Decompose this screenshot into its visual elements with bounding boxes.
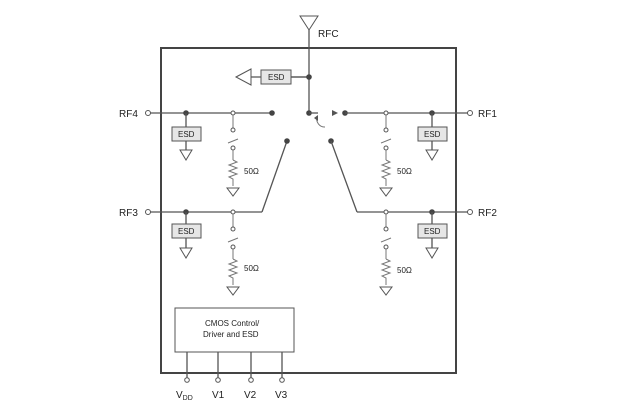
vdd-pin-label: VDD: [176, 390, 193, 402]
cmos-control-block: CMOS Control/ Driver and ESD: [174, 307, 295, 353]
top-esd-block: ESD: [234, 68, 312, 86]
svg-text:50Ω: 50Ω: [397, 167, 412, 176]
svg-text:50Ω: 50Ω: [244, 264, 259, 273]
svg-text:50Ω: 50Ω: [397, 266, 412, 275]
svg-text:CMOS Control/: CMOS Control/: [205, 319, 260, 328]
rf3-branch: ESD 50Ω: [145, 138, 290, 296]
v1-pin-label: V1: [212, 390, 225, 401]
rfc-antenna-icon: [299, 15, 319, 113]
rf2-branch: 50Ω ESD: [328, 138, 473, 296]
control-pins: [184, 352, 285, 383]
v2-pin-label: V2: [244, 390, 257, 401]
ground-arrow-icon: [234, 68, 252, 86]
v3-pin-label: V3: [275, 390, 288, 401]
rf1-label: RF1: [478, 109, 497, 120]
rf1-branch: 50Ω ESD: [342, 110, 473, 197]
rfc-label: RFC: [318, 29, 339, 40]
rf3-label: RF3: [119, 208, 138, 219]
svg-text:ESD: ESD: [178, 130, 195, 139]
svg-text:ESD: ESD: [424, 130, 441, 139]
switch-pivot: [306, 110, 338, 128]
rf4-branch: ESD 50Ω: [145, 110, 275, 197]
rf2-label: RF2: [478, 208, 497, 219]
svg-text:ESD: ESD: [178, 227, 195, 236]
svg-text:ESD: ESD: [424, 227, 441, 236]
svg-text:50Ω: 50Ω: [244, 167, 259, 176]
rf4-label: RF4: [119, 109, 138, 120]
svg-text:Driver and ESD: Driver and ESD: [203, 330, 259, 339]
svg-text:ESD: ESD: [268, 73, 285, 82]
